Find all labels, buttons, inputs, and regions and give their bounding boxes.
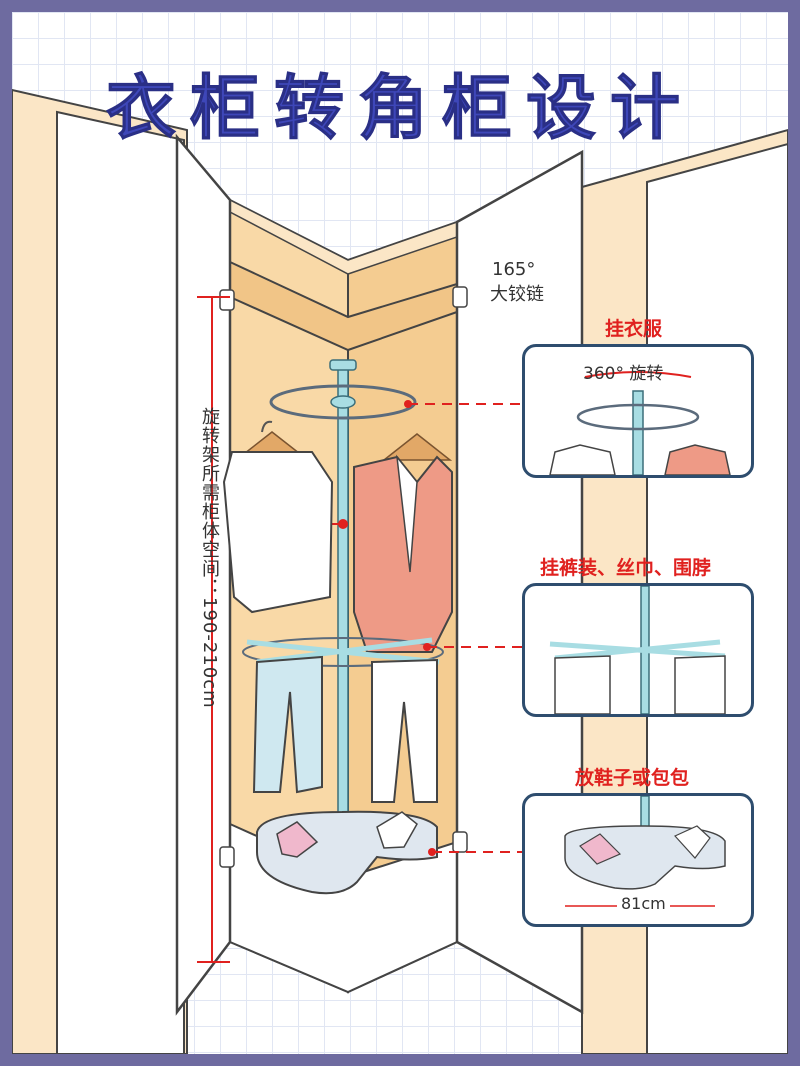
pants-rack-arm-2 (256, 637, 433, 665)
white-heels (376, 811, 418, 849)
pink-heels (276, 821, 319, 858)
trousers (371, 658, 438, 803)
hinge-bottom-left (219, 846, 235, 868)
hinge-top-right (452, 286, 468, 308)
detail-ring (576, 403, 700, 431)
leader-dot-clothes (404, 400, 412, 408)
detail-trousers (554, 655, 611, 714)
left-wardrobe-door (56, 110, 185, 1054)
detail-sweater (549, 444, 616, 475)
jacket-shirt (395, 454, 418, 573)
jacket-hanger (381, 433, 453, 461)
hanger-ring-hub (330, 395, 356, 409)
callout-pants-panel (522, 583, 754, 717)
detail-pole (632, 390, 644, 475)
leader-dot-shoes (428, 848, 436, 856)
sweater-hanger-hook (261, 420, 273, 433)
shoe-tray-detail (564, 796, 726, 907)
hinge-label: 大铰链 (490, 284, 544, 305)
callout-clothes-panel: 360° 旋转 (522, 344, 754, 478)
rotation-note: 360° 旋转 (583, 364, 664, 384)
detail-jacket (664, 444, 731, 475)
detail-pink-heels (579, 833, 622, 865)
detail-rack-arm-2 (554, 639, 721, 661)
hinge-bottom-right (452, 831, 468, 853)
callout-clothes-label: 挂衣服 (605, 318, 663, 340)
left-cabinet-door (175, 133, 232, 1016)
hinge-top-left (219, 289, 235, 311)
poster-page: 衣柜转角柜设计 165° 大铰链 旋转架所需柜体空间：190-210cm 挂衣服… (12, 12, 788, 1054)
callout-shoes-panel: 81cm (522, 793, 754, 927)
rotating-pole (337, 363, 349, 885)
callout-shoes-label: 放鞋子或包包 (575, 767, 690, 789)
detail-white-heels (674, 825, 711, 859)
detail-pants (674, 655, 726, 714)
jeans (252, 655, 323, 794)
rotation-arrow (584, 371, 692, 378)
callout-pants-label: 挂裤装、丝巾、围脖 (540, 557, 712, 579)
pole-top-cap (329, 359, 357, 371)
sweater (222, 451, 334, 614)
hanger-ring (269, 384, 417, 420)
hanger-detail (549, 371, 731, 475)
leader-dot-pants (423, 643, 431, 651)
height-requirement: 旋转架所需柜体空间：190-210cm (199, 407, 220, 709)
pants-rack-detail (549, 586, 726, 714)
hinge-angle: 165° (492, 259, 536, 280)
pants-rack (242, 637, 444, 667)
page-title: 衣柜转角柜设计 (106, 67, 694, 150)
shoe-tray-width: 81cm (617, 894, 670, 913)
